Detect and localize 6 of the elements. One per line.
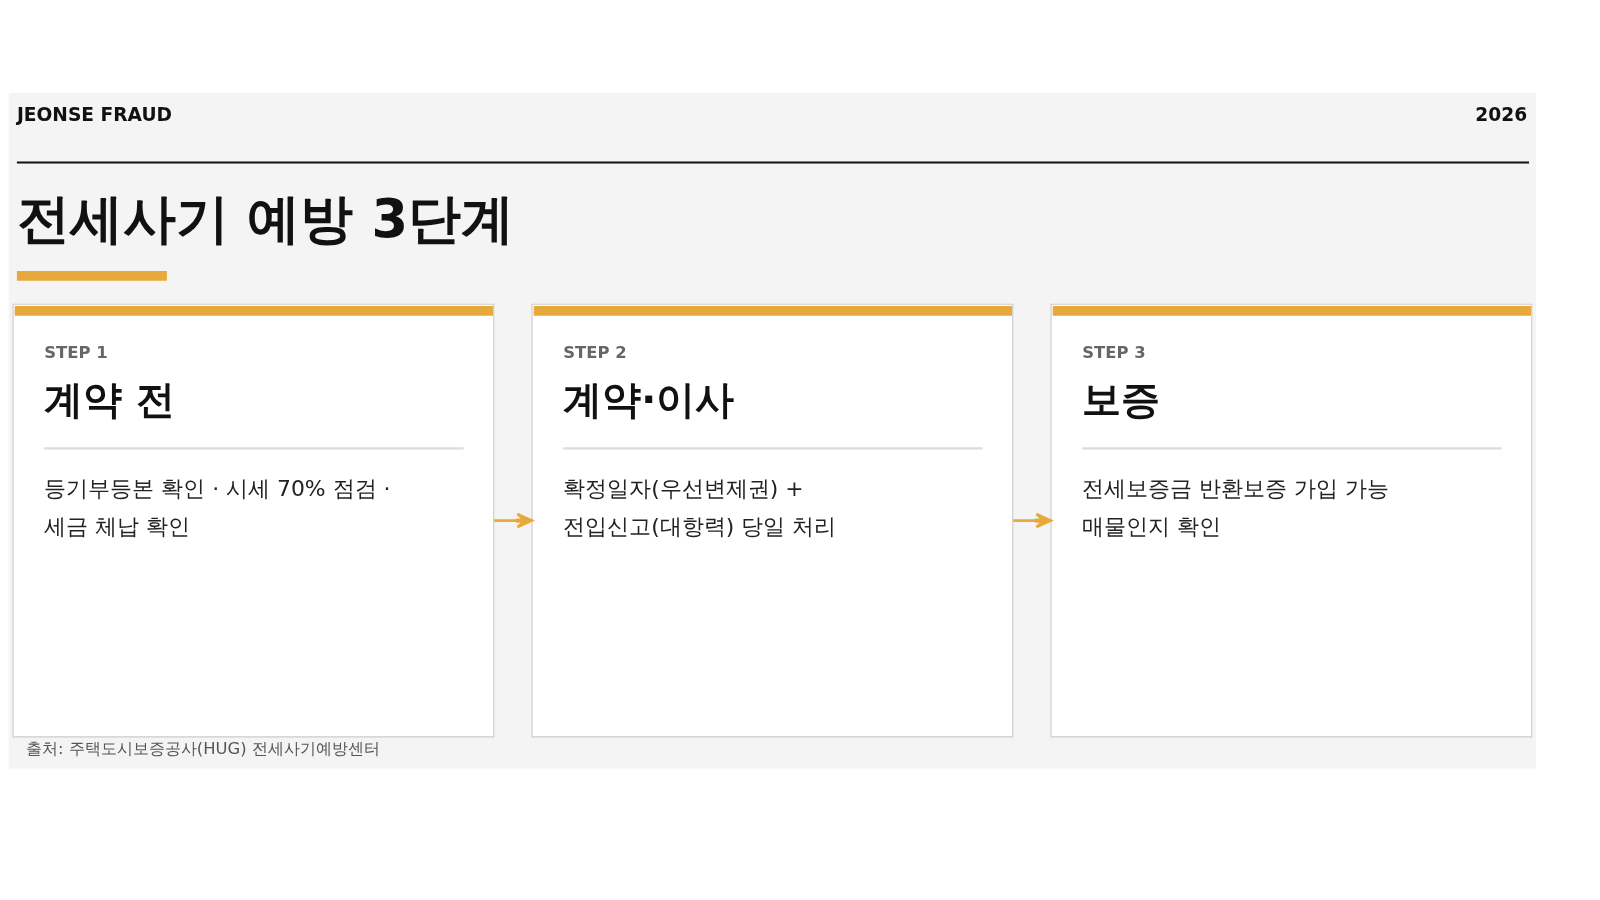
label: 2026 bbox=[1475, 103, 1528, 125]
diagram-title: 전세사기 예방 3단계 bbox=[16, 187, 515, 249]
arrow bbox=[1013, 512, 1053, 528]
caption: 출처: 주택도시보증공사(HUG) 전세사기예방센터 bbox=[26, 738, 380, 758]
label: JEONSE FRAUD bbox=[16, 103, 172, 125]
arrow bbox=[494, 512, 533, 528]
